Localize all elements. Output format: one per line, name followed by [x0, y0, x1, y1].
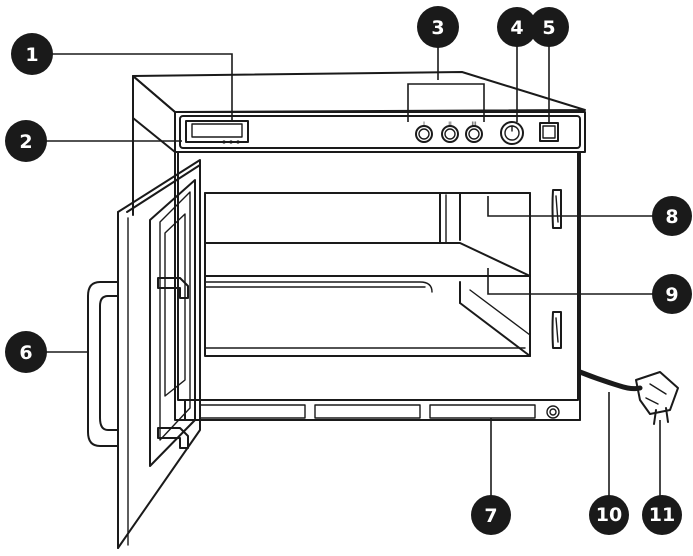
program-button-1[interactable]: I [415, 121, 433, 143]
program-button-3[interactable]: III [465, 121, 483, 143]
callout-11: 11 [642, 495, 682, 535]
callout-6: 6 [5, 331, 47, 373]
leader-lines [42, 42, 661, 500]
door-latch-slots [551, 189, 562, 349]
program-button-2[interactable]: II [441, 121, 459, 143]
callout-9: 9 [652, 274, 692, 314]
button-3-label: III [471, 121, 477, 128]
callout-2: 2 [5, 120, 47, 162]
power-cord [577, 369, 643, 392]
power-switch[interactable] [539, 122, 559, 142]
svg-text:8: 8 [665, 206, 678, 228]
svg-text:4: 4 [510, 17, 523, 39]
callout-4: 4 [497, 7, 537, 47]
svg-text:7: 7 [484, 505, 497, 527]
svg-text:1: 1 [25, 44, 38, 66]
callout-10: 10 [589, 495, 629, 535]
power-plug [635, 371, 679, 425]
svg-text:10: 10 [596, 504, 622, 526]
svg-text:9: 9 [665, 284, 678, 306]
timer-dial[interactable] [500, 121, 524, 145]
svg-text:3: 3 [431, 17, 444, 39]
door-handle[interactable] [87, 281, 119, 447]
callout-5: 5 [529, 7, 569, 47]
button-2-label: II [448, 121, 452, 128]
callout-8: 8 [652, 196, 692, 236]
oven-door[interactable] [117, 159, 201, 549]
svg-text:11: 11 [649, 504, 675, 526]
button-1-label: I [423, 121, 425, 128]
display-window [185, 120, 249, 143]
svg-text:2: 2 [19, 131, 32, 153]
callout-3: 3 [417, 6, 459, 48]
oven-cavity [204, 192, 531, 357]
svg-text:5: 5 [542, 17, 555, 39]
shelf [204, 242, 531, 293]
control-panel: I II III [179, 115, 581, 149]
svg-text:6: 6 [19, 342, 32, 364]
callout-1: 1 [11, 33, 53, 75]
callout-7: 7 [471, 495, 511, 535]
air-filter-base [184, 399, 581, 421]
